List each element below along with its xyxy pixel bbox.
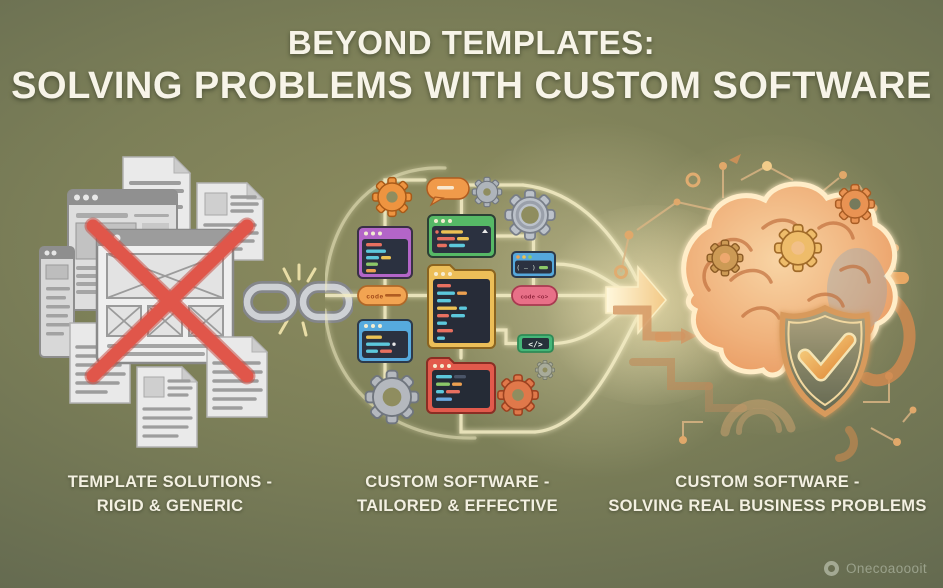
watermark: Onecoaoooit xyxy=(824,561,927,576)
title-line-1: BEYOND TEMPLATES: xyxy=(287,24,656,61)
gear-icon xyxy=(497,374,539,416)
gear-icon xyxy=(504,189,556,241)
chain-link-icon xyxy=(243,281,299,323)
gear-icon xyxy=(706,239,744,277)
caption-templates-line-2: RIGID & GENERIC xyxy=(96,496,244,515)
gear-icon xyxy=(773,223,823,273)
page-title: BEYOND TEMPLATES: SOLVING PROBLEMS WITH … xyxy=(0,24,943,107)
speech-bubble-icon xyxy=(426,177,470,207)
code-window-purple xyxy=(357,226,413,279)
document-icon xyxy=(136,365,199,448)
red-x-mark xyxy=(84,217,256,385)
code-folder-gold xyxy=(427,264,496,349)
title-line-2: SOLVING PROBLEMS WITH CUSTOM SOFTWARE xyxy=(11,64,932,107)
code-pill-left-label: code xyxy=(366,294,383,301)
browser-window-icon xyxy=(39,246,75,358)
code-window-green xyxy=(427,214,496,258)
caption-custom-line-2: TAILORED & EFFECTIVE xyxy=(357,496,558,515)
paren-code-label: ( — ) xyxy=(516,264,536,272)
gear-icon xyxy=(471,176,503,208)
caption-outcome: CUSTOM SOFTWARE - SOLVING REAL BUSINESS … xyxy=(600,471,935,519)
code-pill-left: code xyxy=(357,285,408,306)
markup-chip-label: </> xyxy=(528,340,543,349)
gear-icon xyxy=(534,359,556,381)
caption-templates: TEMPLATE SOLUTIONS - RIGID & GENERIC xyxy=(40,471,300,519)
watermark-text: Onecoaoooit xyxy=(846,561,927,576)
code-chip-markup: </> xyxy=(517,334,554,353)
shield-check-icon xyxy=(779,304,871,418)
gear-icon xyxy=(371,176,413,218)
gear-icon xyxy=(364,369,420,425)
caption-outcome-line-1: CUSTOM SOFTWARE - xyxy=(675,473,860,491)
templates-illustration xyxy=(39,155,269,448)
code-folder-red xyxy=(426,357,496,414)
spark-lines xyxy=(278,263,317,337)
caption-templates-line-1: TEMPLATE SOLUTIONS - xyxy=(67,473,273,491)
caption-custom-software: CUSTOM SOFTWARE - TAILORED & EFFECTIVE xyxy=(330,471,585,519)
code-pill-right: code <o> xyxy=(511,285,558,306)
caption-outcome-line-2: SOLVING REAL BUSINESS PROBLEMS xyxy=(608,496,927,515)
code-window-blue xyxy=(357,319,413,363)
ring-logo-icon xyxy=(824,561,840,576)
flow-maze xyxy=(613,284,916,462)
code-pill-right-label: code <o> xyxy=(521,295,549,301)
caption-custom-line-1: CUSTOM SOFTWARE - xyxy=(365,473,550,491)
brain-solution-illustration xyxy=(613,154,917,462)
code-window-blue-small: ( — ) xyxy=(511,251,556,278)
gear-icon xyxy=(834,183,876,225)
